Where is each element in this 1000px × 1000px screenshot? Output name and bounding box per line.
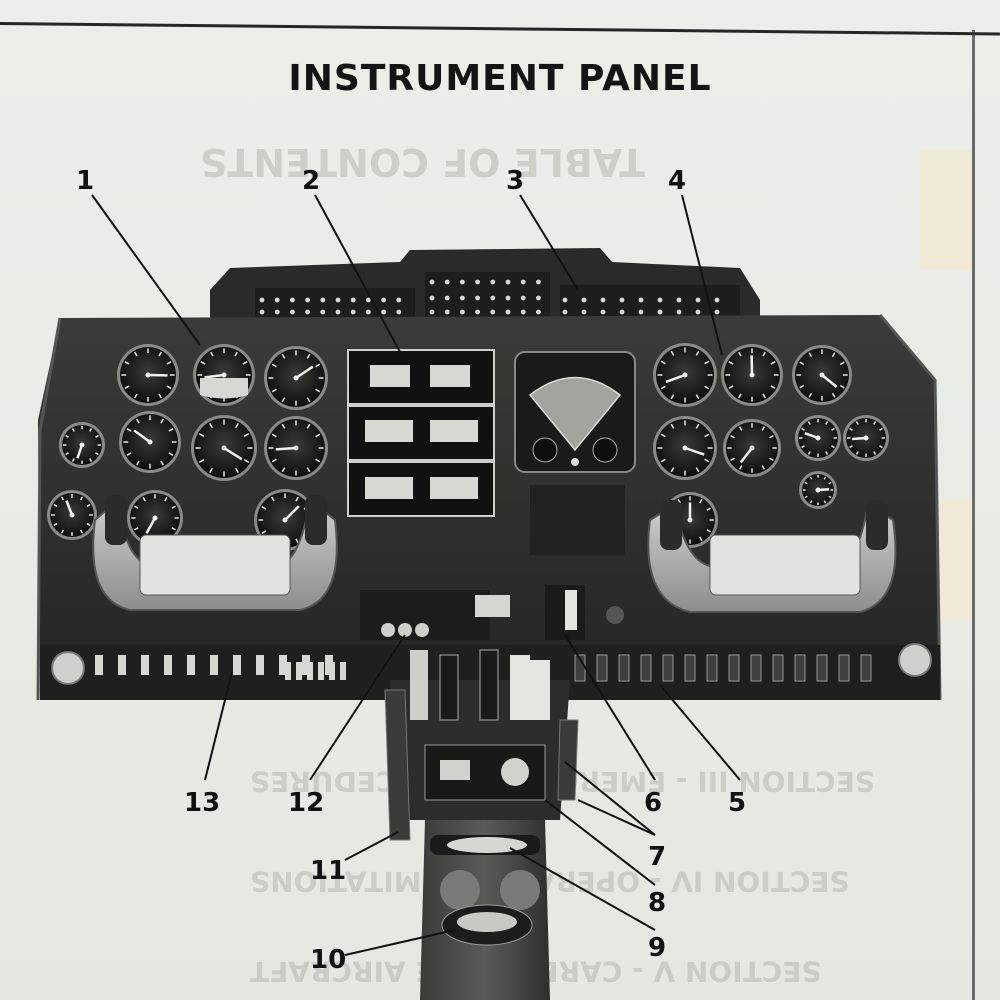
gauge-dial: [264, 416, 328, 480]
callout-12: 12: [288, 788, 325, 818]
switch-strip-left: [255, 288, 415, 320]
index-tab: [920, 150, 972, 270]
rail-knob-right: [898, 643, 932, 677]
callout-4: 4: [668, 166, 687, 196]
gauge-dial: [792, 345, 852, 405]
gauge-dial: [47, 490, 97, 540]
gauge-dial: [653, 343, 717, 407]
gauge-dial: [254, 489, 316, 551]
gauge-dial: [799, 471, 837, 509]
callout-5: 5: [728, 788, 747, 818]
gauge-dial: [127, 490, 183, 546]
gauge-dial: [264, 346, 328, 410]
callout-13: 13: [184, 788, 221, 818]
yoke-right: [647, 500, 897, 613]
callout-7: 7: [648, 842, 667, 872]
callout-10: 10: [310, 945, 347, 975]
radar-display: [514, 351, 636, 555]
yoke-left: [92, 495, 338, 611]
gauge-dial: [723, 419, 781, 477]
gauge-dial: [119, 411, 181, 473]
gauge-dial: [843, 415, 889, 461]
annunciator-strip: [425, 272, 550, 320]
page-title: INSTRUMENT PANEL: [288, 58, 712, 99]
callout-9: 9: [648, 933, 667, 963]
gauge-dial: [653, 416, 717, 480]
callout-11: 11: [310, 856, 347, 886]
gauge-dial: [721, 344, 783, 406]
callout-1: 1: [76, 166, 95, 196]
index-tab: [940, 500, 972, 620]
avionics-stack: [347, 349, 495, 517]
gauge-dial: [191, 415, 257, 481]
page-right-edge: [972, 30, 975, 1000]
callout-leaders: [91, 194, 741, 956]
gauge-dial: [59, 422, 105, 468]
callout-8: 8: [648, 888, 667, 918]
rail-knob-left: [51, 651, 85, 685]
switch-strip-right: [560, 285, 740, 320]
gauge-dial: [795, 415, 841, 461]
gauge-dial: [117, 344, 179, 406]
callout-3: 3: [506, 166, 525, 196]
throttle-pedestal: [384, 649, 579, 1000]
attitude-indicator: [200, 378, 248, 399]
callout-6: 6: [644, 788, 663, 818]
callout-2: 2: [302, 166, 321, 196]
